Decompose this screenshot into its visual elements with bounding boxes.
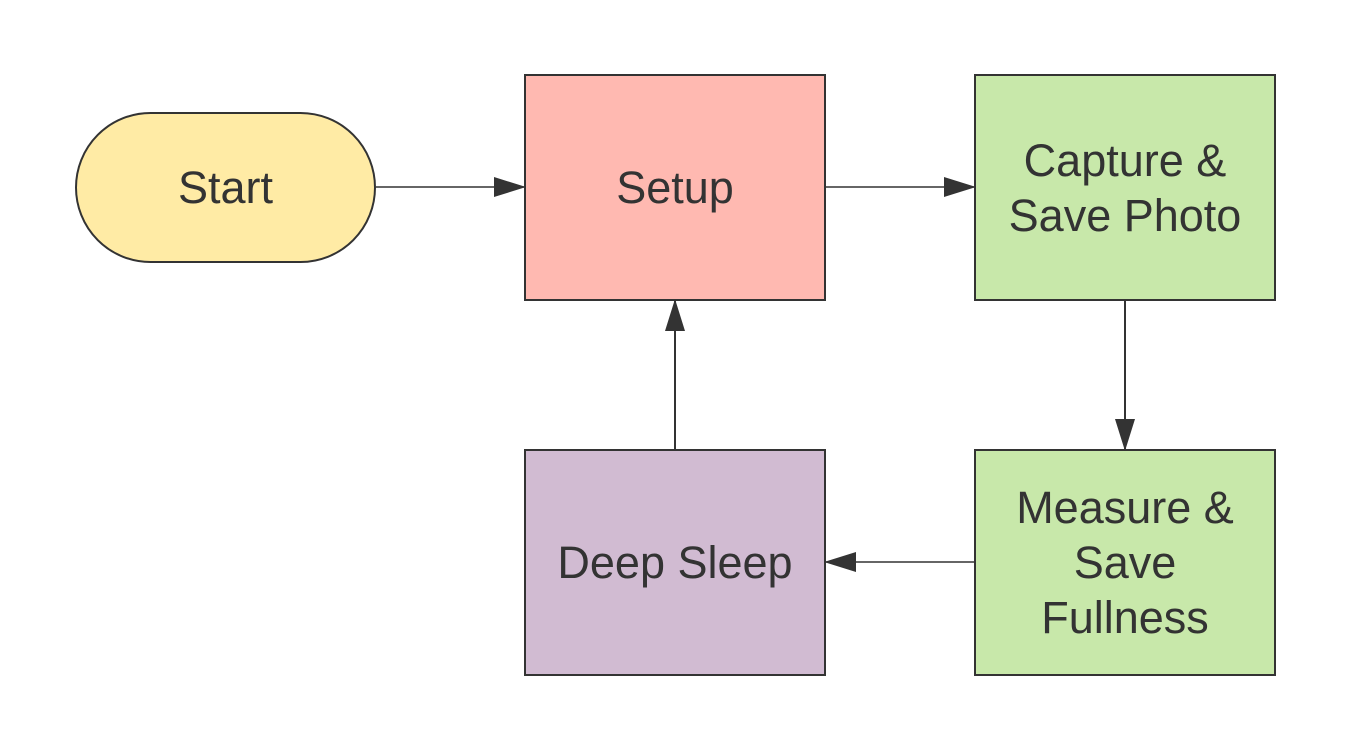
measure-label: Measure & Save Fullness	[1016, 482, 1234, 643]
start-label: Start	[177, 162, 274, 213]
setup-process-node: Setup	[524, 74, 826, 301]
deep-sleep-process-node: Deep Sleep	[524, 449, 826, 676]
start-terminal-node: Start	[75, 112, 376, 263]
capture-label: Capture & Save Photo	[1008, 134, 1242, 241]
sleep-label: Deep Sleep	[557, 537, 793, 588]
measure-fullness-process-node: Measure & Save Fullness	[974, 449, 1276, 676]
capture-photo-process-node: Capture & Save Photo	[974, 74, 1276, 301]
setup-label: Setup	[616, 162, 734, 213]
